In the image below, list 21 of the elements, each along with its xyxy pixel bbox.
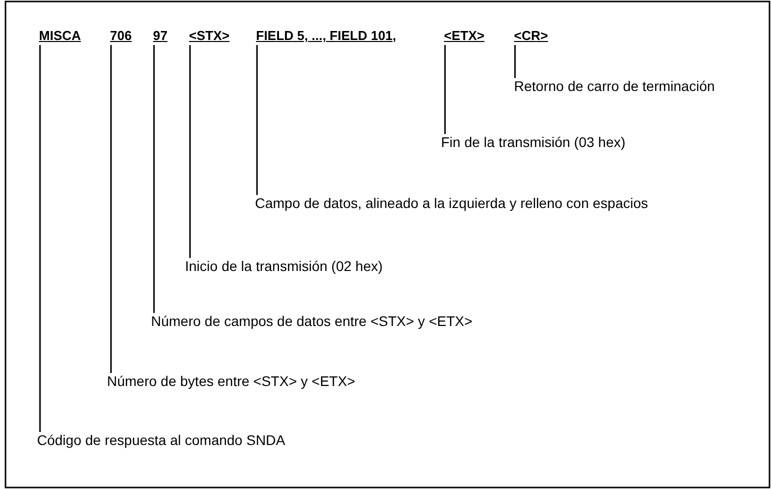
field-description: Inicio de la transmisión (02 hex) xyxy=(185,258,383,274)
field-description: Número de bytes entre <STX> y <ETX> xyxy=(107,373,356,389)
leader-line xyxy=(444,45,446,134)
field-name: MISCA xyxy=(39,28,81,43)
leader-line xyxy=(256,45,258,195)
field-description: Retorno de carro de terminación xyxy=(514,78,715,94)
leader-line xyxy=(189,45,191,258)
field-name: <CR> xyxy=(514,28,548,43)
field-description: Campo de datos, alineado a la izquierda y relleno con espacios xyxy=(255,195,648,211)
field-description: Fin de la transmisión (03 hex) xyxy=(441,134,626,150)
leader-line xyxy=(153,45,155,313)
field-name: <ETX> xyxy=(444,28,484,43)
field-name: <STX> xyxy=(189,28,230,43)
field-description: Número de campos de datos entre <STX> y <ETX> xyxy=(151,313,472,329)
field-description: Código de respuesta al comando SNDA xyxy=(37,432,286,448)
leader-line xyxy=(110,45,112,373)
field-name: FIELD 5, ..., FIELD 101, xyxy=(256,28,396,43)
field-name: 706 xyxy=(110,28,132,43)
field-name: 97 xyxy=(153,28,168,43)
leader-line xyxy=(514,45,516,78)
leader-line xyxy=(39,45,41,432)
